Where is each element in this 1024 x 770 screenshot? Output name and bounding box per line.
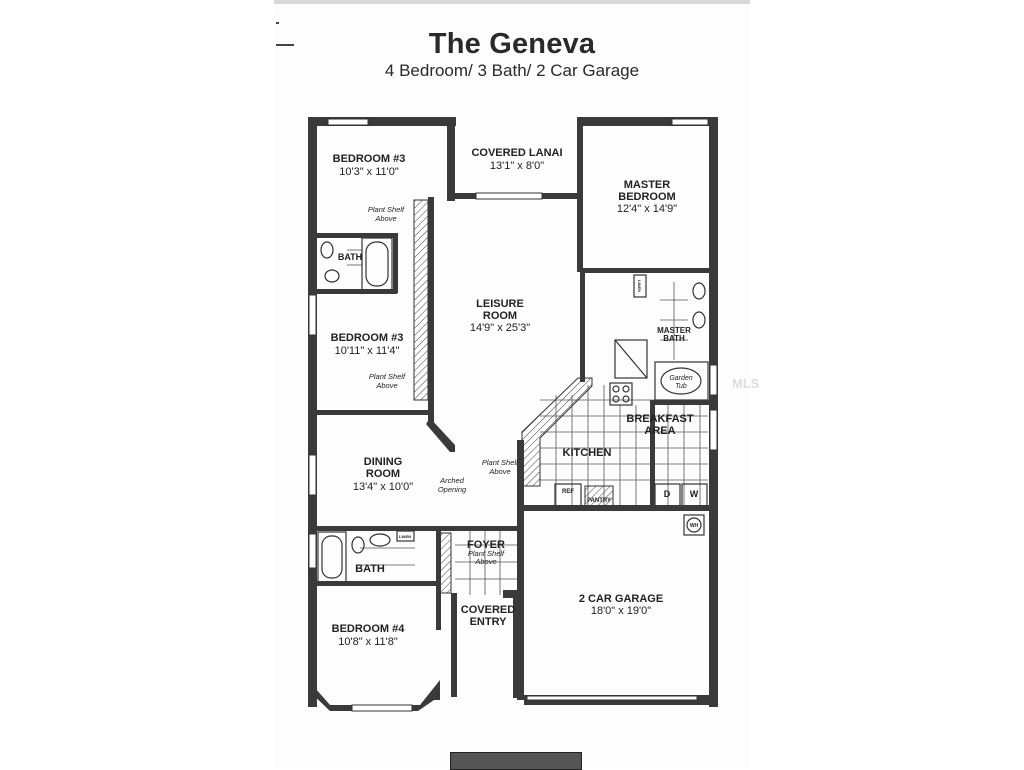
watermark: MLS <box>732 376 760 391</box>
bath-lower-label: BATH <box>355 563 385 575</box>
plan-title: The Geneva <box>428 28 596 60</box>
bath-top-fixtures <box>320 237 393 291</box>
bath-tile-grid <box>347 249 688 566</box>
leisure-size: 14'9" x 25'3" <box>470 322 530 334</box>
bedroom4-name: BEDROOM #4 <box>332 623 406 635</box>
plan-legend-box <box>450 752 582 770</box>
plant-shelf-note-4: Plant Shelf <box>468 549 505 558</box>
windows <box>308 118 718 712</box>
breakfast-name-2: AREA <box>644 425 675 437</box>
entry-name-1: COVERED <box>461 604 515 616</box>
plant-shelf-note-3: Plant Shelf <box>482 458 519 467</box>
plant-shelf <box>413 199 429 401</box>
garden-tub-label-2: Tub <box>675 383 687 390</box>
dining-size: 13'4" x 10'0" <box>353 481 413 493</box>
bedroom3-lower-size: 10'11" x 11'4" <box>335 345 400 357</box>
plant-shelf-note-1b: Above <box>374 214 396 223</box>
water-heater-circle <box>686 517 702 533</box>
lanai-name: COVERED LANAI <box>471 147 562 159</box>
pantry <box>584 485 614 509</box>
master-bath-name-1: MASTER <box>657 326 691 335</box>
leisure-name-1: LEISURE <box>476 298 524 310</box>
scan-mark <box>276 22 279 24</box>
bedroom4-size: 10'8" x 11'8" <box>338 636 398 648</box>
plant-shelf-note-4b: Above <box>474 557 496 566</box>
refrigerator <box>554 483 582 509</box>
breakfast-name-1: BREAKFAST <box>626 413 694 425</box>
lanai-size: 13'1" x 8'0" <box>490 160 544 172</box>
ref-label: REF <box>562 489 574 495</box>
master-name-1: MASTER <box>624 179 671 191</box>
entry-name-2: ENTRY <box>470 616 508 628</box>
master-linen-label: LINEN <box>637 280 642 292</box>
master-bath-fixtures <box>614 274 709 401</box>
bath-top-label: BATH <box>338 252 362 262</box>
water-heater <box>683 514 705 536</box>
master-size: 12'4" x 14'9" <box>617 203 677 215</box>
arched-note-2: Opening <box>438 485 467 494</box>
washer-label: W <box>690 489 699 499</box>
master-bath-name-2: BATH <box>663 334 685 343</box>
foyer-tile-grid <box>455 530 520 595</box>
garage-name: 2 CAR GARAGE <box>579 593 663 605</box>
bedroom3-lower-name: BEDROOM #3 <box>331 332 404 344</box>
plant-shelf-note-3b: Above <box>488 467 510 476</box>
water-heater-label: WH <box>690 523 699 529</box>
scan-mark <box>276 44 294 46</box>
bedroom3-top-size: 10'3" x 11'0" <box>339 166 399 178</box>
scan-edge <box>274 0 750 4</box>
garage-size: 18'0" x 19'0" <box>591 605 651 617</box>
dryer-label: D <box>664 489 671 499</box>
plant-shelf-note-1: Plant Shelf <box>368 205 405 214</box>
dining-name-1: DINING <box>364 456 403 468</box>
dining-name-2: ROOM <box>366 468 400 480</box>
stove-icon <box>609 382 633 406</box>
leisure-name-2: ROOM <box>483 310 517 322</box>
garden-tub-label-1: Garden <box>669 375 692 382</box>
arched-note-1: Arched <box>439 476 465 485</box>
bedroom3-top-name: BEDROOM #3 <box>333 153 406 165</box>
plant-shelf-note-2b: Above <box>375 381 397 390</box>
master-name-2: BEDROOM <box>618 191 675 203</box>
kitchen-name: KITCHEN <box>563 447 612 459</box>
plan-sheet <box>274 0 750 768</box>
pantry-label: PANTRY <box>587 498 611 504</box>
plan-subtitle: 4 Bedroom/ 3 Bath/ 2 Car Garage <box>384 61 640 80</box>
garden-tub <box>660 367 702 395</box>
plant-shelf-note-2: Plant Shelf <box>369 372 406 381</box>
foyer-name: FOYER <box>467 539 505 551</box>
linen-label: LINEN <box>399 534 411 539</box>
